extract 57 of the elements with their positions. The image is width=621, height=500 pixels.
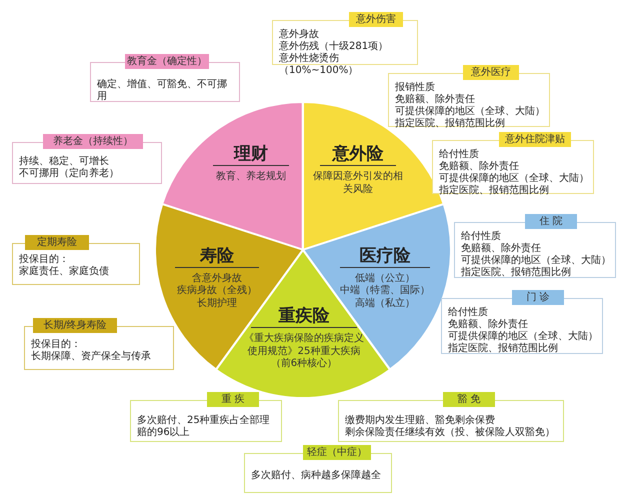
slice-text: 中端（特需、国际）	[339, 285, 431, 298]
card-text: 持续、稳定、可增长	[19, 156, 110, 168]
card-text: 长期保障、资产保全与传承	[31, 351, 152, 363]
card-text: 意外身故	[279, 29, 320, 40]
card-text: 可提供保障的地区（全球、大陆）	[439, 173, 589, 184]
card-text: 缴费期内发生理赔、豁免剩余保费	[345, 415, 496, 426]
card-heading: 教育金（确定性）	[125, 54, 209, 69]
card-text: 剩余保险责任继续有效（投、被保险人双豁免）	[345, 427, 556, 439]
slice-title: 重疾险	[250, 305, 357, 328]
card-text: 指定医院、报销范围比例	[439, 185, 550, 197]
slice-title: 医疗险	[340, 244, 430, 268]
card-text: 投保目的：	[31, 339, 82, 350]
card-text: 免赔额、除外责任	[439, 161, 520, 172]
card-heading: 意外医疗	[463, 65, 519, 80]
card-heading: 住 院	[525, 214, 577, 229]
slice-text: （前6种核心）	[270, 358, 338, 370]
card-text: 多次赔付、病种越多保障越全	[251, 470, 382, 482]
slice-text: 高端（私立）	[354, 298, 416, 310]
slice-text: 长期护理	[196, 298, 238, 310]
card-text: 给付性质	[439, 149, 480, 160]
card-text: 免赔额、除外责任	[395, 94, 476, 106]
card-text: 报销性质	[395, 82, 436, 94]
card-text: 可提供保障的地区（全球、大陆）	[395, 106, 545, 118]
card-text: 给付性质	[461, 231, 502, 242]
card-heading: 豁 免	[443, 392, 495, 407]
slice-text: 疾病身故（全残）	[176, 285, 258, 298]
card-text: 免赔额、除外责任	[448, 319, 529, 330]
slice-title: 意外险	[320, 143, 396, 166]
card-text: 免赔额、除外责任	[461, 243, 542, 254]
card-text: 指定医院、报销范围比例	[395, 118, 506, 130]
card-heading: 长期/终身寿险	[33, 318, 117, 333]
slice-text: 含意外身故	[191, 272, 243, 284]
slice-title: 寿险	[175, 244, 259, 268]
slice-title: 理财	[212, 143, 289, 166]
slice-text: 低端（公立）	[354, 272, 416, 284]
card-heading: 养老金（持续性）	[43, 134, 143, 149]
card-heading: 重 疾	[207, 392, 259, 407]
card-heading: 意外伤害	[349, 12, 403, 27]
card-heading: 定期寿险	[25, 235, 89, 250]
card-text: 投保目的：	[19, 254, 70, 266]
card-text: 多次赔付、25种重疾占全部理赔的96以上	[137, 415, 271, 439]
card-text: 给付性质	[448, 307, 489, 318]
card-heading: 意外住院津贴	[499, 132, 571, 147]
card-heading: 门 诊	[512, 290, 564, 305]
card-text: 意外性烧烫伤（10%~100%）	[279, 53, 360, 77]
slice-text: 保障因意外引发的相关风险	[312, 171, 404, 196]
card-text: 指定医院、报销范围比例	[461, 267, 572, 279]
card-text: 不可挪用（定向养老）	[19, 168, 120, 180]
card-text: 家庭责任、家庭负债	[19, 266, 110, 278]
card-text: 意外伤残（十级281项）	[279, 41, 390, 52]
card-heading: 轻症（中症）	[303, 445, 371, 460]
slice-text: 《重大疾病保险的疾病定义使用规范》25种重大疾病	[242, 333, 365, 358]
slice-text: 教育、养老规划	[214, 171, 287, 184]
card-text: 可提供保障的地区（全球、大陆）	[461, 255, 611, 266]
card-text: 可提供保障的地区（全球、大陆）	[448, 331, 598, 342]
card-text: 确定、增值、可豁免、不可挪用	[97, 79, 228, 103]
card-text: 指定医院、报销范围比例	[448, 343, 559, 355]
